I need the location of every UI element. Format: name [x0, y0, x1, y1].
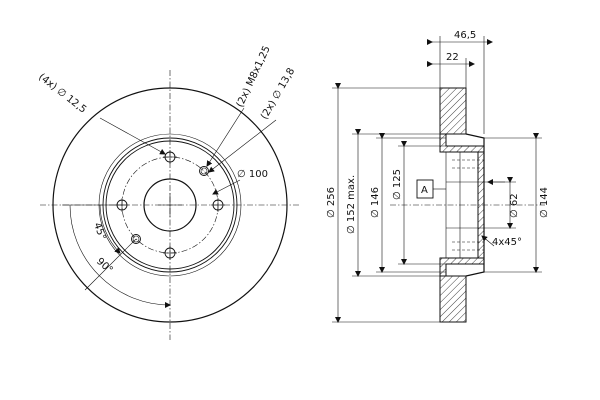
bolt-hole-right	[211, 198, 225, 212]
disc-section-upper	[439, 87, 467, 135]
leader-pcd	[212, 179, 241, 195]
section-view: 46,5 22 ∅ 256 ∅ 152 max. ∅ 146 ∅ 125 A ∅…	[326, 30, 550, 323]
label-pcd: ∅ 100	[237, 169, 268, 180]
leader-pilot-holes	[208, 119, 277, 173]
angle-ext-45	[84, 238, 137, 291]
leader-threaded-holes	[206, 107, 245, 167]
label-angle-45: 45°	[91, 221, 107, 241]
angle-arc-45	[99, 204, 121, 254]
chamfer-leader	[481, 235, 495, 247]
label-total-width: 46,5	[454, 30, 476, 41]
label-disc-thickness: 22	[446, 52, 459, 63]
threaded-hole-upper-right	[199, 166, 209, 176]
label-threaded-holes: (2x) M8x1,25	[235, 44, 273, 109]
label-pilot-holes: (2x) ∅ 13,8	[259, 66, 297, 121]
label-inner-diameter: ∅ 125	[392, 169, 403, 200]
label-chamfer: 4x45°	[492, 237, 522, 248]
label-hat-diameter: ∅ 146	[370, 187, 381, 218]
label-hat-max-diameter: ∅ 152 max.	[346, 175, 357, 234]
label-datum: A	[421, 185, 428, 196]
leader-bolt-holes	[99, 117, 166, 155]
bolt-hole-top	[163, 150, 177, 164]
front-view: (4x) ∅ 12,5 (2x) M8x1,25 (2x) ∅ 13,8 ∅ 1…	[36, 44, 300, 340]
label-centre-bore: ∅ 62	[509, 193, 520, 218]
bolt-hole-bottom	[163, 246, 177, 260]
threaded-hole-lower-left	[131, 234, 141, 244]
label-bolt-holes: (4x) ∅ 12,5	[36, 72, 88, 116]
disc-section-lower	[439, 275, 467, 323]
label-hat-outer: ∅ 144	[539, 187, 550, 218]
angle-arc-90	[69, 204, 171, 308]
label-outer-diameter: ∅ 256	[326, 187, 337, 218]
